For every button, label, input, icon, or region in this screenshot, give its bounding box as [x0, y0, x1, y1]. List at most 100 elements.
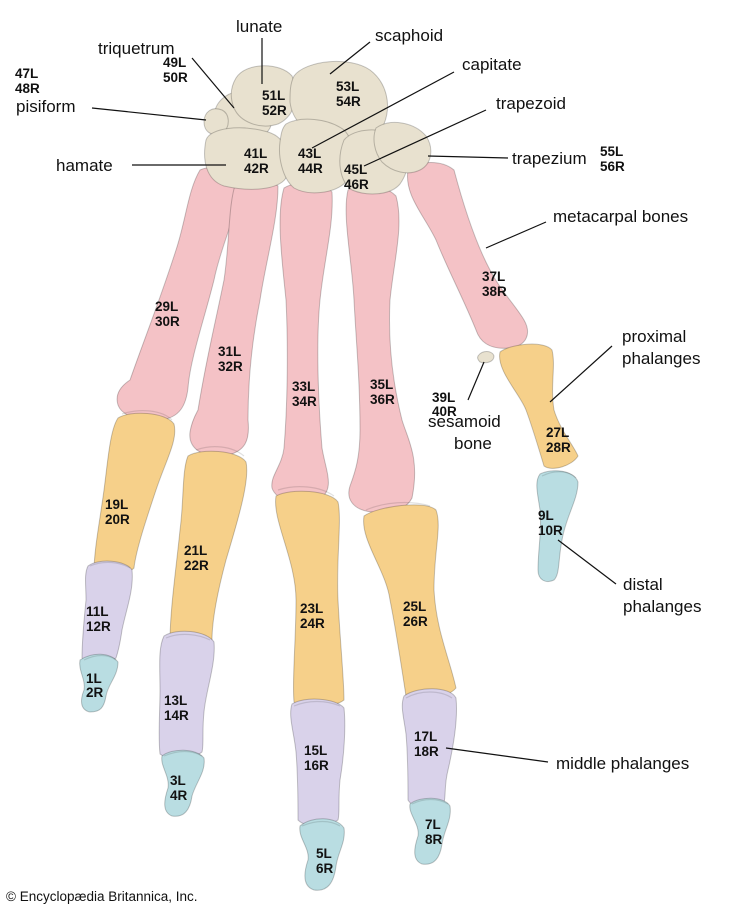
label-hamate: hamate: [56, 156, 113, 175]
label-lunate: lunate: [236, 17, 282, 36]
leader-triquetrum: [191, 57, 235, 109]
number-31L: 31L: [218, 344, 241, 359]
leader-metacarpal: [485, 221, 547, 249]
number-2R: 2R: [86, 685, 104, 700]
label-sesamoid-line1: sesamoid: [428, 412, 501, 431]
bone-number-labels: 47L 48R 49L 50R 51L 52R 53L 54R 41L 42R …: [15, 55, 625, 876]
number-1L: 1L: [86, 671, 102, 686]
label-middle-phalanges: middle phalanges: [556, 754, 689, 773]
number-50R: 50R: [163, 70, 188, 85]
proximal-phalanx-middle: [275, 490, 345, 708]
number-49L: 49L: [163, 55, 186, 70]
leader-capitate: [311, 71, 455, 149]
carpal-hamate: [204, 127, 290, 190]
number-28R: 28R: [546, 440, 571, 455]
number-11L: 11L: [86, 604, 109, 619]
number-34R: 34R: [292, 394, 317, 409]
label-sesamoid-line2: bone: [454, 434, 492, 453]
distal-phalanx-thumb: [536, 470, 579, 583]
leader-middle: [445, 747, 549, 763]
leader-scaphoid: [329, 41, 371, 75]
number-47L: 47L: [15, 66, 38, 81]
leader-distal: [557, 539, 617, 585]
sesamoid-bone: [477, 351, 495, 364]
number-24R: 24R: [300, 616, 325, 631]
number-17L: 17L: [414, 729, 437, 744]
number-14R: 14R: [164, 708, 189, 723]
number-51L: 51L: [262, 88, 285, 103]
number-8R: 8R: [425, 832, 443, 847]
number-41L: 41L: [244, 146, 267, 161]
proximal-phalanx-thumb: [499, 343, 579, 469]
number-19L: 19L: [105, 497, 128, 512]
label-proximal-line1: proximal: [622, 327, 686, 346]
number-7L: 7L: [425, 817, 441, 832]
metacarpal-index-finger: [345, 184, 416, 513]
distal-phalanx-little: [79, 653, 119, 713]
number-22R: 22R: [184, 558, 209, 573]
number-23L: 23L: [300, 601, 323, 616]
number-27L: 27L: [546, 425, 569, 440]
label-capitate: capitate: [462, 55, 522, 74]
carpal-trapezium: [373, 121, 432, 174]
label-proximal-line2: phalanges: [622, 349, 700, 368]
label-trapezium: trapezium: [512, 149, 587, 168]
middle-phalanx-ring: [158, 630, 215, 760]
label-scaphoid: scaphoid: [375, 26, 443, 45]
middle-phalanx-little: [81, 560, 133, 663]
number-54R: 54R: [336, 94, 361, 109]
metacarpal-middle-finger: [271, 182, 333, 503]
label-distal-line1: distal: [623, 575, 663, 594]
number-36R: 36R: [370, 392, 395, 407]
number-35L: 35L: [370, 377, 393, 392]
number-37L: 37L: [482, 269, 505, 284]
number-20R: 20R: [105, 512, 130, 527]
bones-layer: [79, 60, 579, 891]
number-29L: 29L: [155, 299, 178, 314]
leader-sesamoid: [467, 361, 485, 401]
label-distal-line2: phalanges: [623, 597, 701, 616]
number-3L: 3L: [170, 773, 186, 788]
number-21L: 21L: [184, 543, 207, 558]
carpal-capitate: [279, 118, 353, 194]
number-9L: 9L: [538, 508, 554, 523]
number-32R: 32R: [218, 359, 243, 374]
number-6R: 6R: [316, 861, 334, 876]
number-15L: 15L: [304, 743, 327, 758]
number-52R: 52R: [262, 103, 287, 118]
number-53L: 53L: [336, 79, 359, 94]
leader-lines: [91, 38, 617, 763]
number-43L: 43L: [298, 146, 321, 161]
joint-lines: [83, 410, 577, 827]
number-56R: 56R: [600, 159, 625, 174]
number-46R: 46R: [344, 177, 369, 192]
number-5L: 5L: [316, 846, 332, 861]
number-33L: 33L: [292, 379, 315, 394]
number-25L: 25L: [403, 599, 426, 614]
number-42R: 42R: [244, 161, 269, 176]
number-30R: 30R: [155, 314, 180, 329]
number-16R: 16R: [304, 758, 329, 773]
number-45L: 45L: [344, 162, 367, 177]
middle-phalanx-middle: [290, 698, 346, 827]
leader-trapezoid: [363, 109, 487, 167]
leader-pisiform: [91, 107, 207, 121]
proximal-phalanx-index: [363, 504, 457, 701]
distal-phalanx-ring: [161, 749, 205, 817]
leader-proximal: [549, 345, 613, 403]
number-38R: 38R: [482, 284, 507, 299]
metacarpal-thumb: [406, 162, 528, 349]
distal-phalanx-middle: [299, 818, 345, 891]
number-55L: 55L: [600, 144, 623, 159]
proximal-phalanx-little: [93, 412, 176, 576]
number-48R: 48R: [15, 81, 40, 96]
label-metacarpal-bones: metacarpal bones: [553, 207, 688, 226]
number-12R: 12R: [86, 619, 111, 634]
number-13L: 13L: [164, 693, 187, 708]
copyright-credit: © Encyclopædia Britannica, Inc.: [6, 889, 198, 904]
number-10R: 10R: [538, 523, 563, 538]
number-44R: 44R: [298, 161, 323, 176]
number-18R: 18R: [414, 744, 439, 759]
label-pisiform: pisiform: [16, 97, 76, 116]
